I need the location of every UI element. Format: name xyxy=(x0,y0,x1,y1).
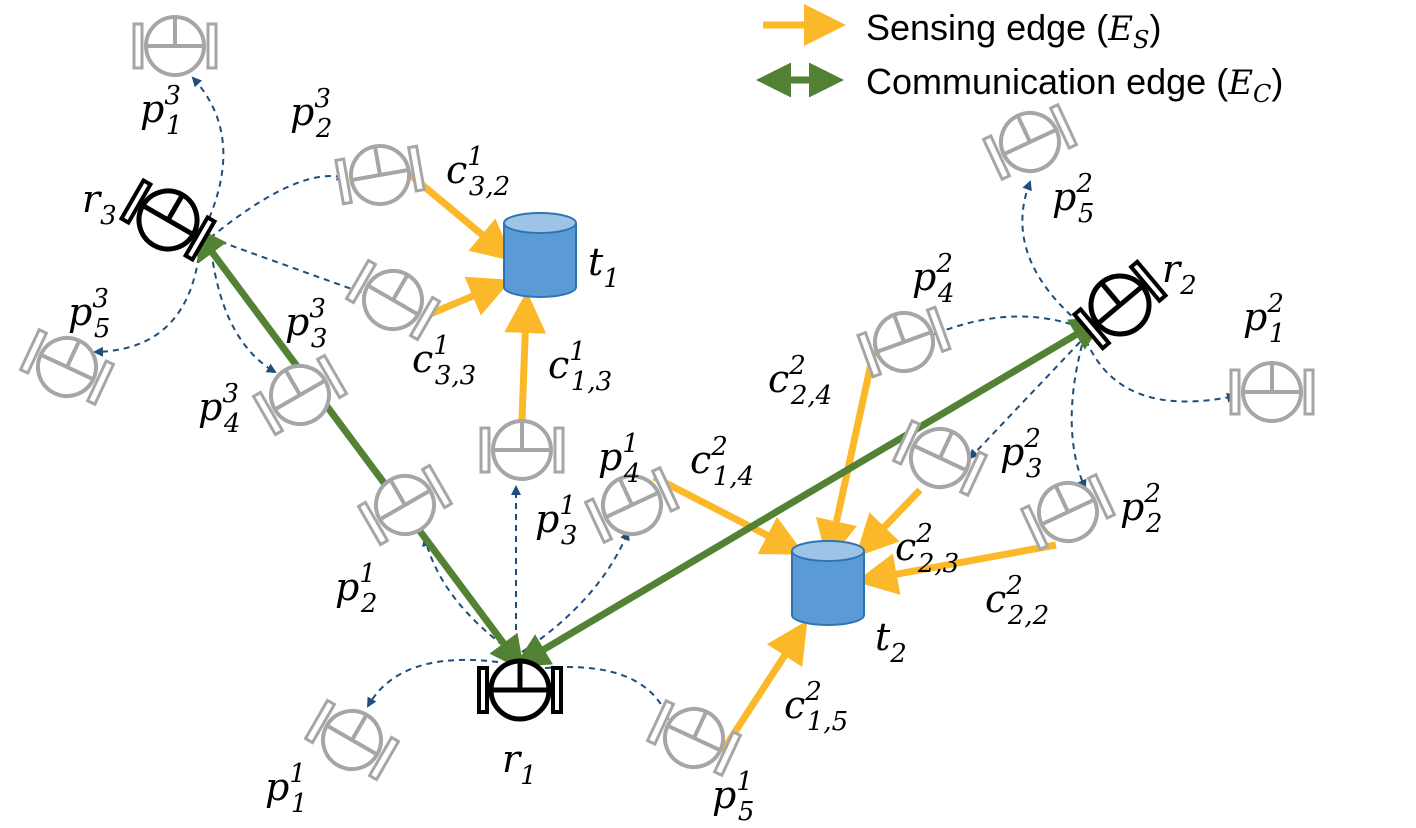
legend-sensing-label: Sensing edge (ES) xyxy=(866,7,1161,54)
target-t2 xyxy=(791,540,865,626)
dashed-link-p25 xyxy=(1021,180,1089,331)
robot-r1 xyxy=(477,658,563,722)
target-label-t2: t2 xyxy=(875,615,907,669)
robots xyxy=(118,177,1169,722)
pose-p13 xyxy=(479,419,565,481)
sensing-edge-c24 xyxy=(815,349,878,563)
robot-r3 xyxy=(118,177,218,263)
dashed-link-p22 xyxy=(1070,344,1087,490)
pose-p34 xyxy=(251,353,349,437)
candidate-poses xyxy=(18,15,1315,782)
robot-label-r3: r3 xyxy=(82,177,117,231)
candidate-pose-links xyxy=(93,76,1237,720)
pose-p35 xyxy=(18,327,116,407)
robot-label-r1: r1 xyxy=(502,737,537,791)
dashed-link-p31 xyxy=(191,76,225,239)
pose-p31 xyxy=(132,15,218,77)
sensing-edge-c13 xyxy=(504,291,547,421)
pose-p22 xyxy=(1019,472,1117,552)
pose-p23 xyxy=(891,418,989,498)
pose-p33 xyxy=(344,258,442,342)
communication-edge-e13 xyxy=(191,224,525,672)
dashed-link-p24 xyxy=(933,315,1093,336)
robot-r2 xyxy=(1071,258,1169,352)
pose-p12 xyxy=(356,463,454,547)
pose-p25 xyxy=(981,102,1079,182)
dashed-link-p15 xyxy=(544,666,670,720)
dashed-link-p35 xyxy=(93,245,201,357)
communication-edges xyxy=(191,224,1107,672)
pose-p15 xyxy=(645,698,743,778)
pose-p24 xyxy=(856,305,952,379)
pose-p32 xyxy=(334,144,426,206)
pose-p21 xyxy=(1229,361,1315,423)
targets xyxy=(503,212,865,626)
robot-label-r2: r2 xyxy=(1162,247,1197,301)
communication-edge-e12 xyxy=(513,316,1107,668)
legend-communication-label: Communication edge (EC) xyxy=(866,61,1283,108)
dashed-link-p32 xyxy=(209,170,347,239)
pose-p14 xyxy=(583,465,681,545)
legend: Sensing edge (ES) Communication edge (EC… xyxy=(756,4,1283,108)
target-label-t1: t1 xyxy=(588,240,620,294)
target-t1 xyxy=(503,212,577,298)
dashed-link-p21 xyxy=(1085,339,1237,403)
pose-p11 xyxy=(303,698,401,782)
